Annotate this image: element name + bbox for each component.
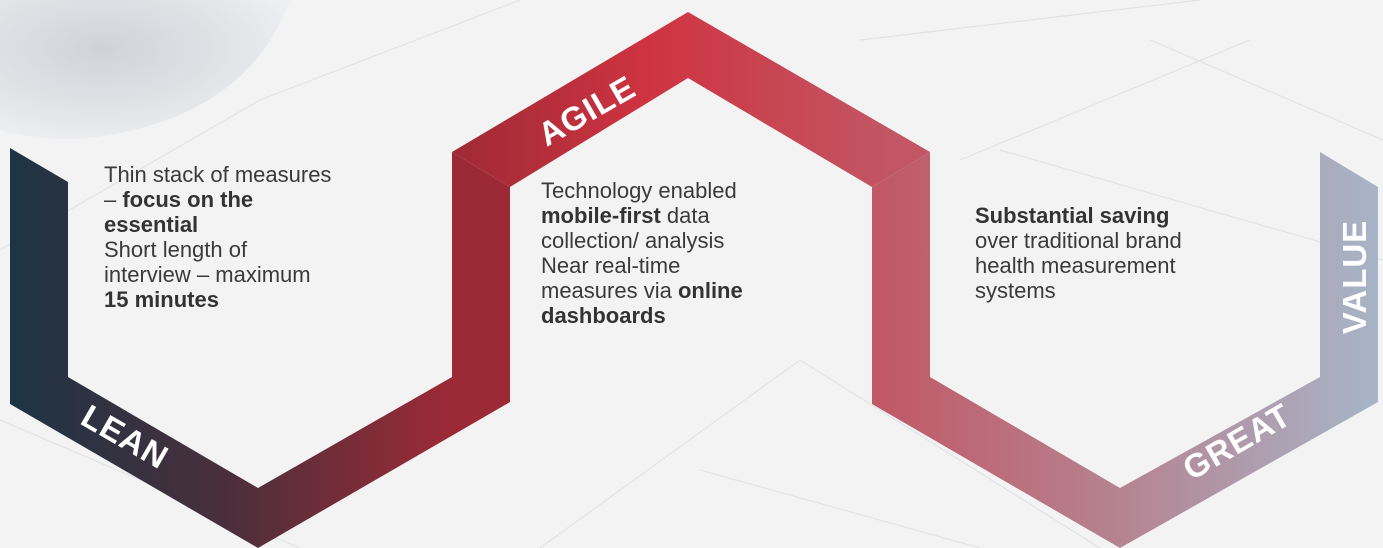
lean-band xyxy=(10,148,510,548)
agile-line-2: mobile-first data xyxy=(541,203,710,228)
agile-line-5: measures via online xyxy=(541,278,743,303)
value-label: VALUE xyxy=(1336,219,1374,335)
corner-photo xyxy=(0,0,290,139)
agile-line-4: Near real-time xyxy=(541,253,681,278)
agile-line-1: Technology enabled xyxy=(541,178,737,203)
agile-line-6: dashboards xyxy=(541,303,666,328)
great-band xyxy=(872,152,1378,548)
lean-line-1: Thin stack of measures xyxy=(104,162,332,187)
agile-description: Technology enabled mobile-first data col… xyxy=(541,178,861,328)
lean-line-3: essential xyxy=(104,212,199,237)
great-line-4: systems xyxy=(975,278,1056,303)
lean-line-6: 15 minutes xyxy=(104,287,219,312)
lean-line-2: – focus on the xyxy=(104,187,254,212)
lean-line-5: interview – maximum xyxy=(104,262,311,287)
great-line-2: over traditional brand xyxy=(975,228,1182,253)
agile-band xyxy=(452,12,930,187)
lean-line-4: Short length of xyxy=(104,237,248,262)
great-line-1: Substantial saving xyxy=(975,203,1170,228)
lean-description: Thin stack of measures – focus on the es… xyxy=(104,162,434,312)
great-description: Substantial saving over traditional bran… xyxy=(975,203,1295,303)
agile-line-3: collection/ analysis xyxy=(541,228,725,253)
great-line-3: health measurement xyxy=(975,253,1176,278)
